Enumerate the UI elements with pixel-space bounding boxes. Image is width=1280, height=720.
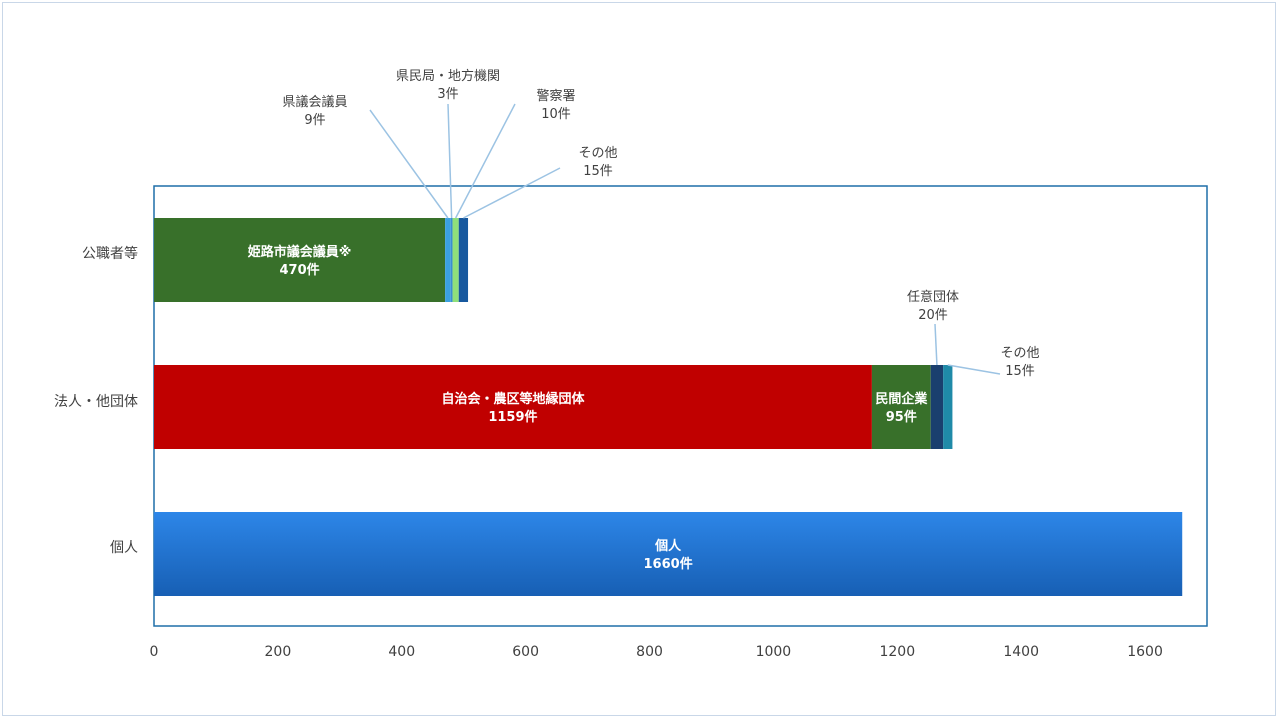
- callout-value: 10件: [541, 107, 571, 122]
- bar-segment: [450, 218, 453, 302]
- x-tick-label: 400: [388, 644, 415, 660]
- bar-segment: [154, 512, 1183, 596]
- x-tick-label: 0: [150, 644, 159, 660]
- bar-segment-name: 自治会・農区等地縁団体: [441, 391, 585, 407]
- callout-name: 県民局・地方機関: [396, 68, 500, 84]
- x-tick-label: 1200: [879, 644, 915, 660]
- category-label: 公職者等: [82, 245, 138, 262]
- callout-value: 3件: [437, 87, 458, 102]
- callout-name: 任意団体: [907, 289, 959, 305]
- bar-segment: [154, 218, 446, 302]
- callout-name: その他: [578, 146, 617, 161]
- leader-line: [463, 167, 561, 219]
- callout-name: その他: [1000, 346, 1039, 361]
- x-tick-label: 200: [265, 644, 292, 660]
- callout-value: 20件: [918, 308, 948, 323]
- x-tick-label: 1600: [1127, 644, 1163, 660]
- leader-line: [454, 103, 516, 219]
- bar-segment: [458, 218, 469, 302]
- callout-name: 警察署: [536, 88, 575, 104]
- callout-value: 15件: [1005, 364, 1035, 379]
- leader-line: [447, 103, 453, 219]
- bar-segment: [154, 365, 872, 449]
- x-tick-label: 1000: [756, 644, 792, 660]
- category-label: 法人・他団体: [54, 394, 138, 410]
- leader-line: [934, 323, 938, 366]
- bar-segment-name: 個人: [654, 538, 682, 554]
- bar-segment: [943, 365, 953, 449]
- bars-layer: [154, 218, 1183, 596]
- x-tick-label: 600: [512, 644, 539, 660]
- bar-segment-name: 民間企業: [875, 391, 928, 407]
- bar-segment: [445, 218, 451, 302]
- category-label: 個人: [110, 540, 138, 556]
- bar-segment: [452, 218, 459, 302]
- bar-segment-value: 95件: [886, 409, 917, 425]
- leader-line: [947, 364, 1001, 375]
- callout-value: 15件: [583, 164, 613, 179]
- bar-segment-value: 1660件: [644, 556, 693, 572]
- bar-segment-value: 470件: [279, 262, 319, 278]
- bar-segment-value: 1159件: [488, 409, 537, 425]
- bar-segment: [871, 365, 931, 449]
- x-tick-label: 800: [636, 644, 663, 660]
- callout-value: 9件: [304, 113, 325, 128]
- value-axis-ticks: 0 200 400 600 800 1000 1200 1400 1600: [150, 644, 1163, 660]
- x-tick-label: 1400: [1003, 644, 1039, 660]
- bar-segment: [930, 365, 944, 449]
- leader-line: [369, 109, 449, 219]
- callout-name: 県議会議員: [282, 95, 347, 110]
- bar-segment-name: 姫路市議会議員※: [248, 244, 352, 260]
- leader-lines-layer: [369, 103, 1001, 375]
